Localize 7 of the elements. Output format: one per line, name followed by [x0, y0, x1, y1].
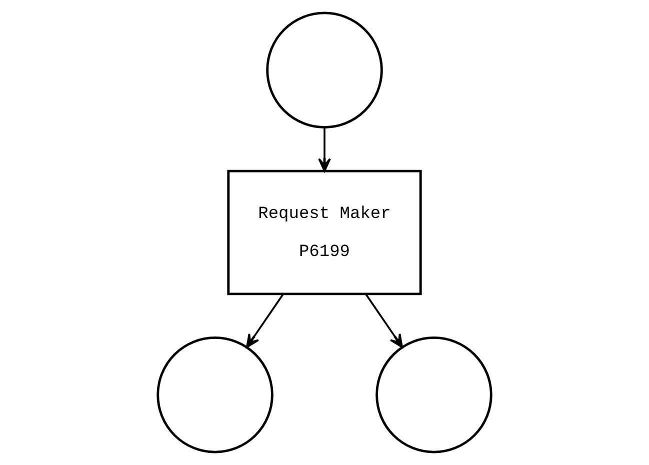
node-box: Request Maker P6199: [227, 170, 422, 296]
arrow: [318, 128, 331, 172]
arrow: [365, 294, 403, 348]
node-circle: [266, 12, 383, 128]
node-circle: [156, 336, 274, 454]
arrow: [246, 294, 284, 348]
node-circle: [376, 336, 492, 454]
